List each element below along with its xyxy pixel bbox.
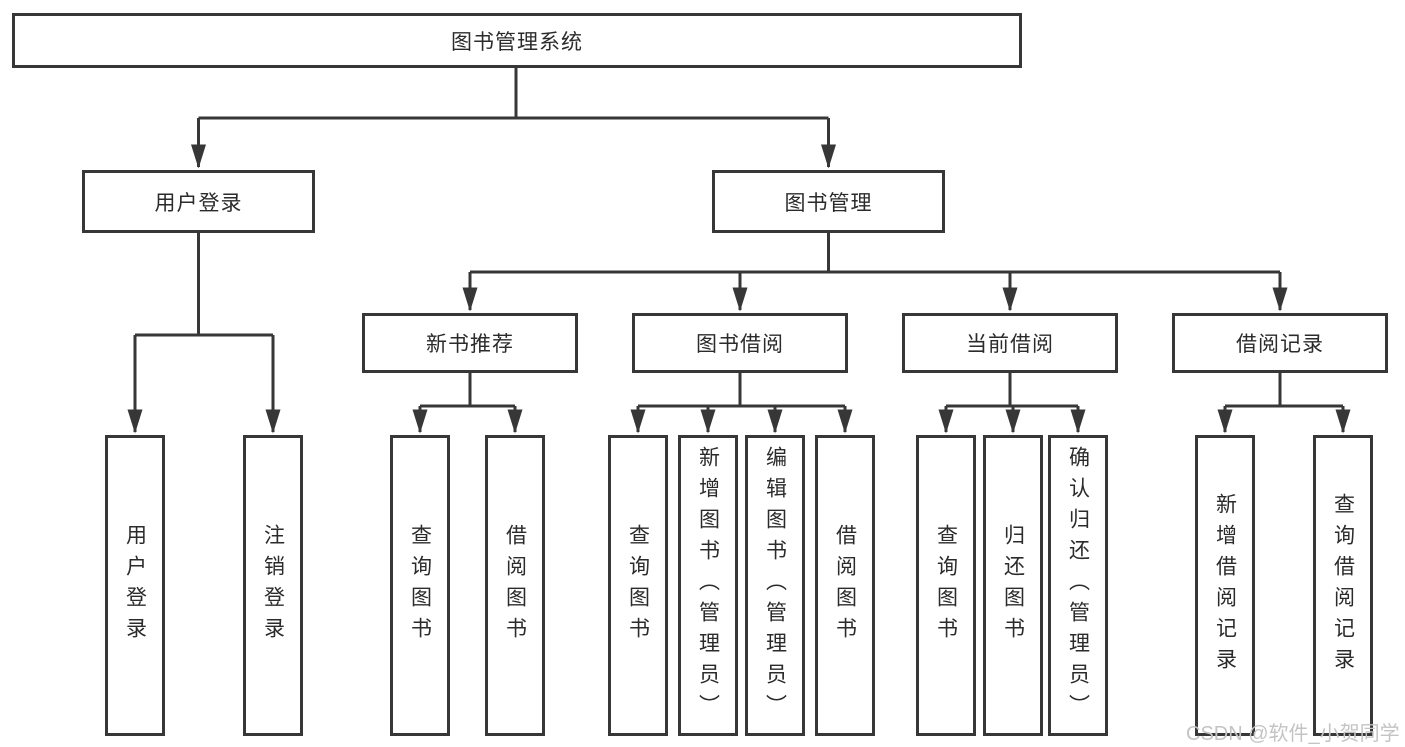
node-label: 借阅记录 (1236, 333, 1324, 356)
leaf-edit-books-admin: 编辑图书（管理员） (745, 435, 805, 736)
node-book-management: 图书管理 (712, 170, 945, 233)
csdn-watermark: CSDN @软件_小贺同学 (1186, 723, 1400, 745)
leaf-label: 借阅图书 (833, 523, 857, 648)
leaf-return-books: 归还图书 (983, 435, 1043, 736)
leaf-add-borrowing-record: 新增借阅记录 (1195, 435, 1255, 736)
leaf-label: 查询图书 (626, 523, 650, 648)
node-label: 图书管理 (784, 191, 873, 215)
leaf-label: 确认归还（管理员） (1066, 446, 1090, 725)
leaf-label: 归还图书 (1001, 523, 1025, 648)
node-new-book-recommendation: 新书推荐 (362, 313, 578, 373)
node-book-borrowing: 图书借阅 (632, 313, 848, 373)
node-label: 用户登录 (154, 191, 243, 215)
leaf-label: 查询图书 (934, 523, 958, 648)
leaf-label: 新增借阅记录 (1213, 492, 1237, 679)
leaf-label: 编辑图书（管理员） (763, 446, 787, 725)
leaf-confirm-return-admin: 确认归还（管理员） (1048, 435, 1108, 736)
leaf-query-books-recommend: 查询图书 (390, 435, 450, 736)
leaf-borrow-books: 借阅图书 (815, 435, 875, 736)
leaf-label: 查询图书 (408, 523, 432, 648)
leaf-label: 新增图书（管理员） (696, 446, 720, 725)
leaf-borrow-books-recommend: 借阅图书 (485, 435, 545, 736)
leaf-label: 用户登录 (123, 523, 147, 648)
leaf-label: 查询借阅记录 (1331, 492, 1355, 679)
leaf-query-books-current: 查询图书 (916, 435, 976, 736)
leaf-add-books-admin: 新增图书（管理员） (678, 435, 738, 736)
node-user-login: 用户登录 (82, 170, 315, 233)
node-label: 当前借阅 (966, 333, 1054, 356)
node-current-borrowing: 当前借阅 (902, 313, 1118, 373)
leaf-label: 注销登录 (261, 523, 285, 648)
leaf-user-login: 用户登录 (105, 435, 165, 736)
node-label: 新书推荐 (426, 333, 514, 356)
node-borrowing-records: 借阅记录 (1172, 313, 1388, 373)
leaf-query-borrowing-record: 查询借阅记录 (1313, 435, 1373, 736)
node-library-management-system: 图书管理系统 (12, 13, 1022, 68)
node-label: 图书管理系统 (451, 30, 583, 54)
leaf-label: 借阅图书 (503, 523, 527, 648)
leaf-query-books-borrowing: 查询图书 (608, 435, 668, 736)
node-label: 图书借阅 (696, 333, 784, 356)
leaf-logout: 注销登录 (243, 435, 303, 736)
